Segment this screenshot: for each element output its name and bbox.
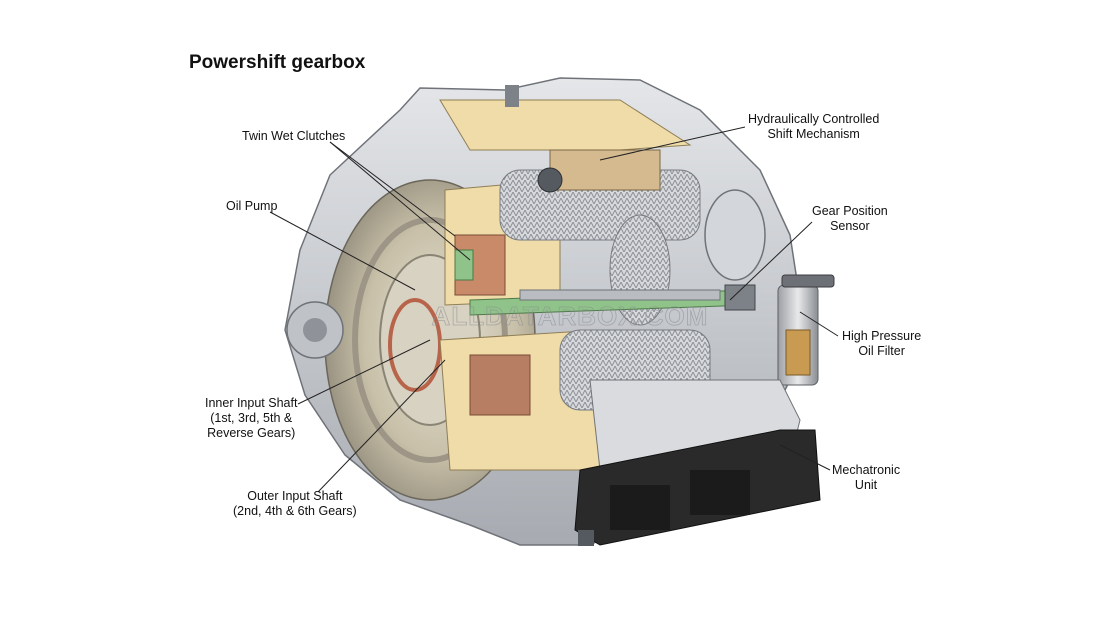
- outer-shaft-line2: (2nd, 4th & 6th Gears): [233, 504, 357, 518]
- oil-filter-line1: High Pressure: [842, 329, 922, 343]
- label-mechatronic-unit: Mechatronic Unit: [832, 463, 900, 493]
- watermark: ALLDATARBOX.COM: [432, 301, 709, 331]
- diagram-title: Powershift gearbox: [189, 52, 366, 73]
- mechatronic-fin-1: [610, 485, 670, 530]
- gear-position-line2: Sensor: [830, 219, 870, 233]
- oil-filter-cap: [781, 274, 835, 288]
- leader-lines: [269, 126, 839, 493]
- green-clutch-plate: [454, 249, 474, 281]
- shift-fork-assembly: [549, 149, 661, 191]
- twin-wet-clutches-text: Twin Wet Clutches: [242, 129, 346, 143]
- leader-oil-pump: [269, 211, 416, 291]
- mechatronic-line1: Mechatronic: [832, 463, 901, 477]
- oil-filter-line2: Oil Filter: [858, 344, 905, 358]
- label-oil-pump: Oil Pump: [226, 199, 277, 214]
- label-twin-wet-clutches: Twin Wet Clutches: [242, 129, 345, 144]
- leader-inner-shaft: [297, 339, 431, 405]
- output-shaft: [519, 289, 721, 301]
- leader-mechatronic: [779, 444, 831, 471]
- shift-actuator: [537, 167, 563, 193]
- label-high-pressure-oil-filter: High Pressure Oil Filter: [842, 329, 921, 359]
- housing-bolt-bottom: [578, 530, 594, 546]
- mechatronic-line2: Unit: [854, 478, 878, 492]
- label-hydraulic-shift: Hydraulically Controlled Shift Mechanism: [748, 112, 879, 142]
- leader-oil-filter: [799, 311, 839, 337]
- inner-shaft-line3: Reverse Gears): [207, 426, 296, 440]
- leader-hydraulic-shift: [599, 126, 746, 161]
- leader-outer-shaft: [317, 359, 446, 493]
- leader-gear-position: [729, 221, 813, 301]
- inner-shaft-line2: (1st, 3rd, 5th &: [210, 411, 293, 425]
- label-gear-position-sensor: Gear Position Sensor: [812, 204, 888, 234]
- housing-bolt-top: [505, 85, 519, 107]
- gear-position-sensor-body: [724, 284, 756, 311]
- label-outer-input-shaft: Outer Input Shaft (2nd, 4th & 6th Gears): [233, 489, 357, 519]
- hydraulic-shift-line2: Shift Mechanism: [767, 127, 860, 141]
- inner-shaft-line1: Inner Input Shaft: [205, 396, 298, 410]
- label-inner-input-shaft: Inner Input Shaft (1st, 3rd, 5th & Rever…: [205, 396, 297, 441]
- hydraulic-shift-line1: Hydraulically Controlled: [748, 112, 880, 126]
- output-flange-hole: [303, 318, 327, 342]
- mechatronic-fin-2: [690, 470, 750, 515]
- leader-twin-clutches-a: [329, 141, 471, 261]
- side-cover: [704, 189, 766, 281]
- oil-filter-element: [785, 329, 811, 376]
- gear-position-line1: Gear Position: [812, 204, 888, 218]
- oil-pump-text: Oil Pump: [226, 199, 278, 213]
- outer-shaft-line1: Outer Input Shaft: [247, 489, 343, 503]
- leader-twin-clutches-b: [329, 141, 456, 237]
- clutch-pack-lower: [469, 354, 531, 416]
